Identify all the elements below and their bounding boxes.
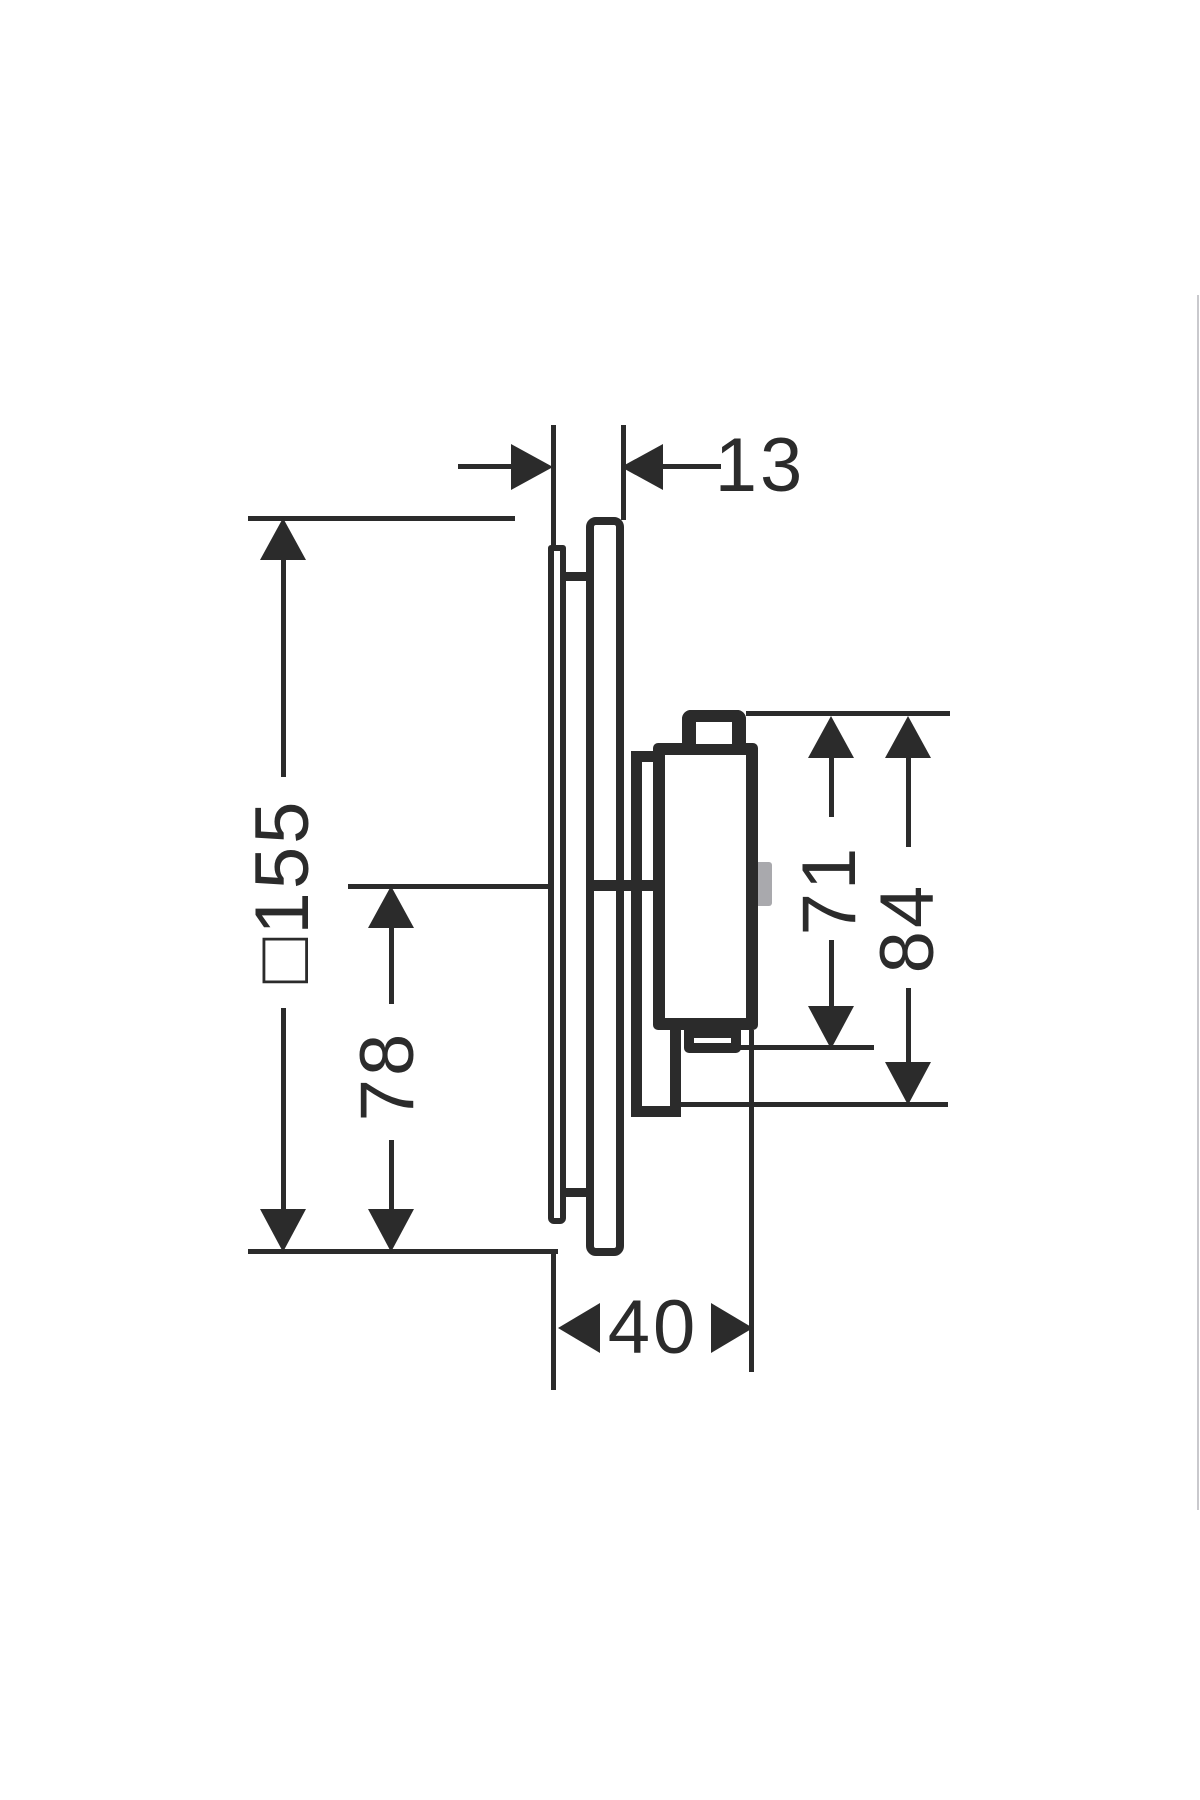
safety-stop-tab [754,862,772,906]
cartridge-foot-section [684,1028,741,1053]
extension-line-40-left [551,1249,556,1390]
arrowhead-down-icon [885,1062,931,1105]
dimension-tail-13-left [458,464,513,469]
extension-line-78-top [348,884,548,889]
extension-line-71-bottom [737,1045,874,1050]
dim-label-protrusion: 40 [607,1285,699,1370]
plate-spacer-top [564,572,588,581]
extension-line-13-right [621,425,626,520]
arrowhead-up-icon [368,886,414,928]
arrowhead-up-icon [808,716,854,758]
dimension-line-155-upper [281,558,286,777]
extension-line-13-left [551,425,556,548]
dimension-line-78-lower [389,1140,394,1210]
valve-axis-seam [586,880,662,891]
dimension-line-71-upper [829,755,834,817]
bracket-right-wall [670,1030,681,1106]
bracket-top-wall [631,751,657,762]
extension-line-body-top [746,711,950,716]
dim-label-plate-depth: 13 [714,423,806,508]
arrowhead-down-icon [260,1209,306,1252]
arrowhead-right-icon [511,444,553,490]
dimension-line-84-lower [906,988,911,1064]
cartridge-knob-section [682,710,746,744]
dim-label-plate-size: □155 [240,798,325,984]
dim-label-axis-to-bottom: 78 [345,1030,430,1122]
dimension-tail-13-right [663,464,721,469]
bracket-bottom-wall [631,1106,681,1117]
plate-spacer-bottom [564,1188,588,1197]
bracket-left-wall [631,751,642,1117]
wall-extension-line-bottom [248,1249,558,1254]
dimension-line-71-lower [829,940,834,1008]
arrowhead-down-icon [808,1006,854,1049]
extension-line-155-top [248,516,515,521]
extension-line-40-right [749,1030,754,1372]
arrowhead-up-icon [260,518,306,560]
arrowhead-left-icon [621,444,663,490]
dim-label-body-upper: 71 [787,844,872,936]
dimension-line-155-lower [281,1008,286,1210]
dimension-line-84-upper [906,755,911,847]
carrier-plate-section [548,545,566,1224]
dimension-line-78-upper [389,926,394,1004]
arrowhead-left-icon [558,1303,600,1353]
arrowhead-right-icon [711,1303,753,1353]
dim-label-body-total: 84 [865,882,950,974]
cartridge-body-section [653,743,758,1030]
arrowhead-up-icon [885,716,931,758]
extension-line-84-bottom [681,1102,948,1107]
image-edge-artifact [1197,295,1199,1510]
arrowhead-down-icon [368,1209,414,1252]
